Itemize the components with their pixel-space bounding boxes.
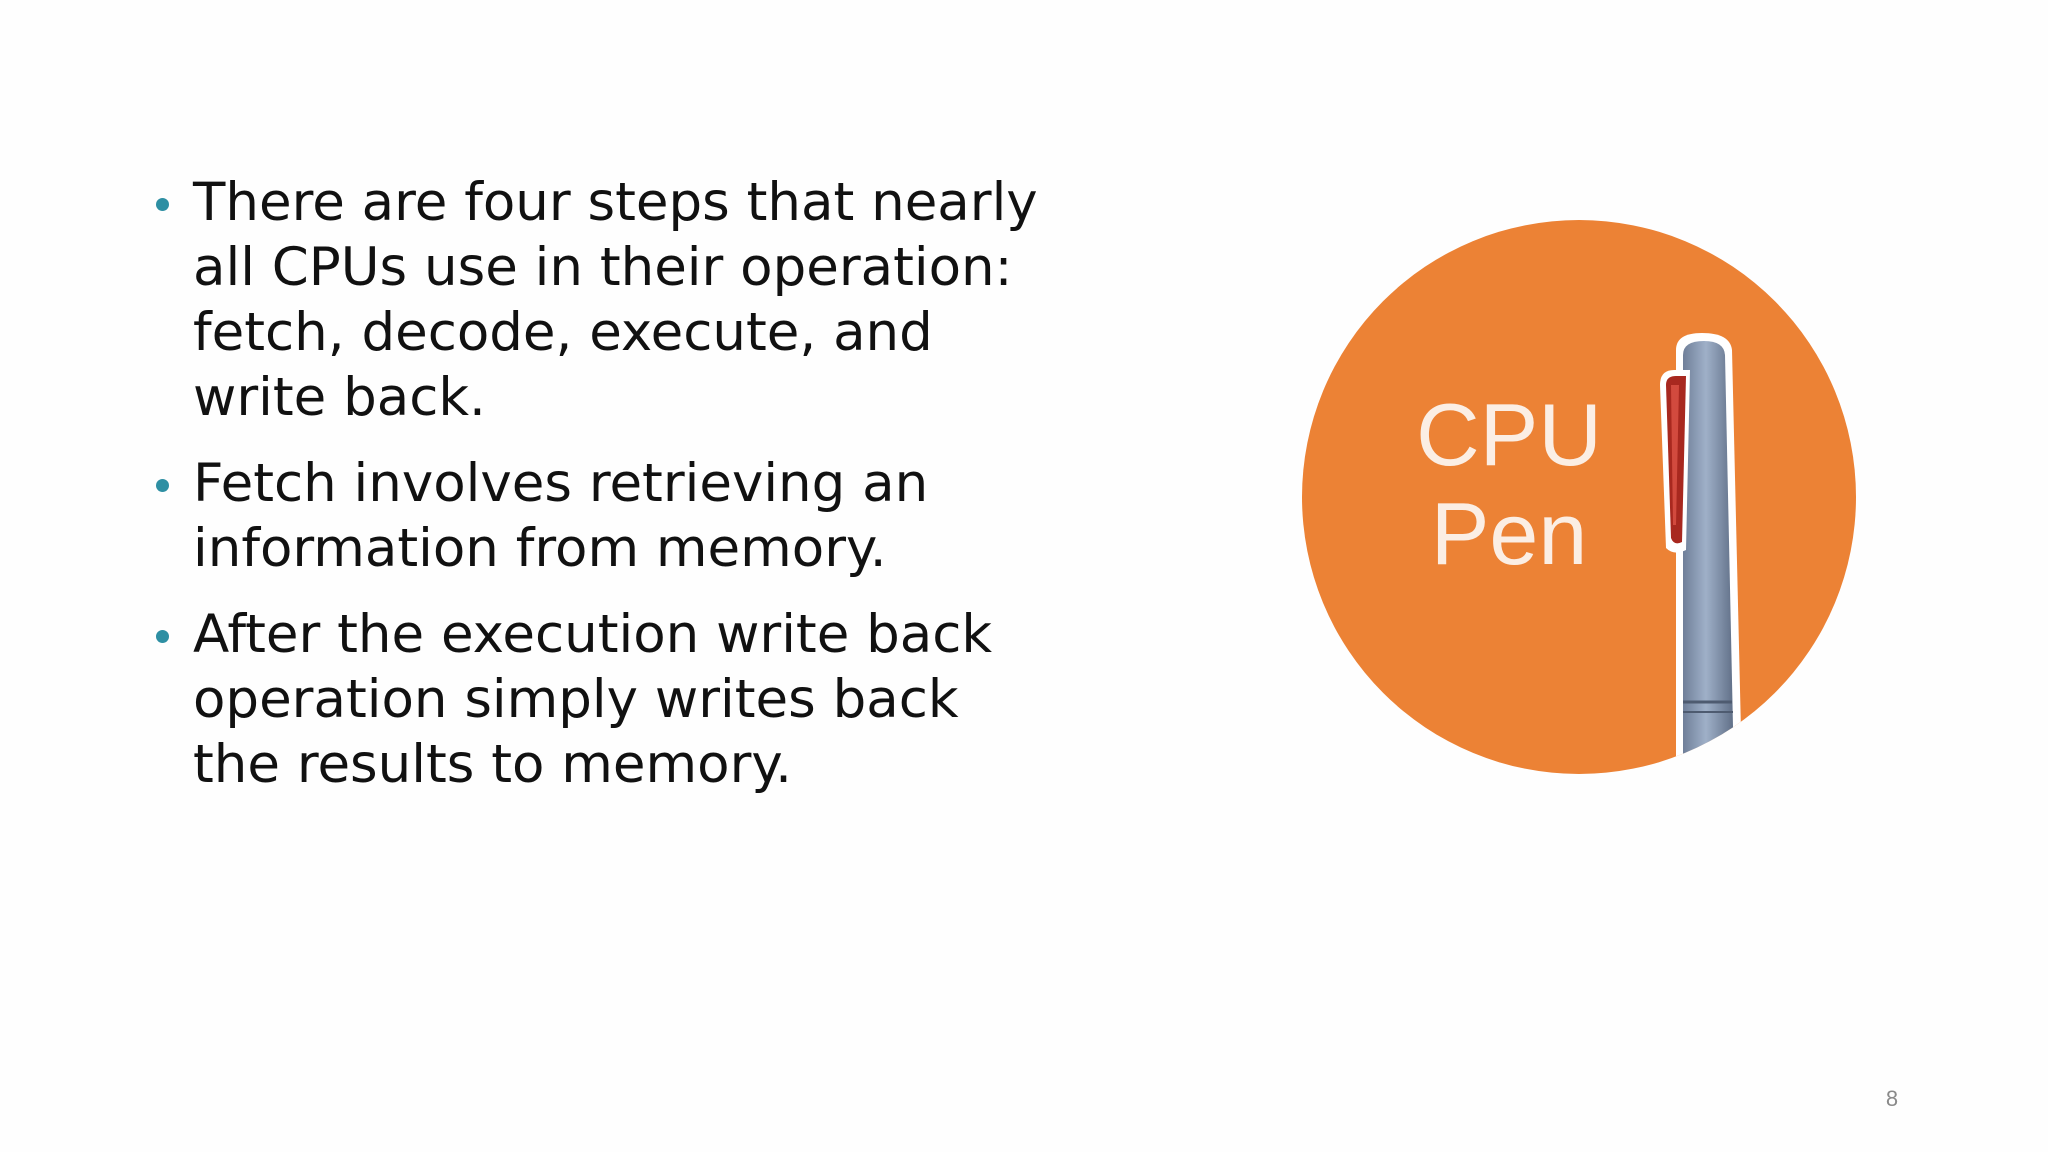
- bullet-dot-icon: [156, 479, 169, 492]
- logo-text-line2: Pen: [1431, 484, 1588, 583]
- bullet-item: Fetch involves retrieving an information…: [152, 451, 1052, 581]
- bullet-text: There are four steps that nearly all CPU…: [193, 172, 1038, 428]
- bullet-dot-icon: [156, 198, 169, 211]
- bullet-item: After the execution write back operation…: [152, 602, 1052, 797]
- pen-icon: [1660, 333, 1742, 774]
- cpu-pen-logo: CPU Pen: [1302, 220, 1856, 774]
- bullet-text: After the execution write back operation…: [193, 604, 993, 795]
- logo-text-line1: CPU: [1416, 385, 1602, 484]
- bullet-dot-icon: [156, 630, 169, 643]
- bullet-item: There are four steps that nearly all CPU…: [152, 170, 1052, 430]
- bullet-text: Fetch involves retrieving an information…: [193, 453, 929, 579]
- bullet-list: There are four steps that nearly all CPU…: [152, 170, 1052, 818]
- page-number: 8: [1885, 1086, 1899, 1111]
